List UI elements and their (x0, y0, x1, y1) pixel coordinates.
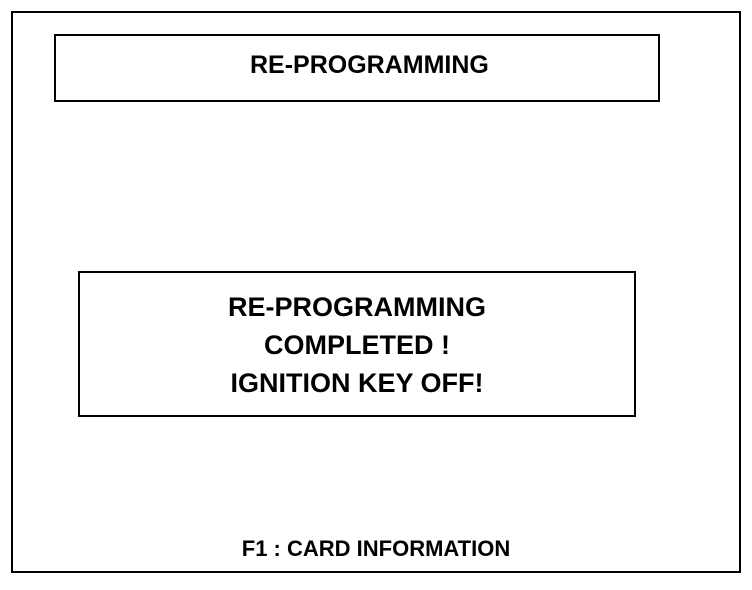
message-dialog: RE-PROGRAMMING COMPLETED ! IGNITION KEY … (78, 271, 636, 417)
message-lines: RE-PROGRAMMING COMPLETED ! IGNITION KEY … (80, 288, 634, 402)
screen-title: RE-PROGRAMMING (250, 51, 489, 79)
f1-card-information-hint[interactable]: F1 : CARD INFORMATION (241, 536, 511, 561)
screen-frame (11, 11, 741, 573)
message-line-3: IGNITION KEY OFF! (230, 368, 484, 398)
title-box: RE-PROGRAMMING (54, 34, 660, 102)
message-line-2: COMPLETED ! (264, 330, 450, 360)
message-line-1: RE-PROGRAMMING (228, 292, 486, 322)
